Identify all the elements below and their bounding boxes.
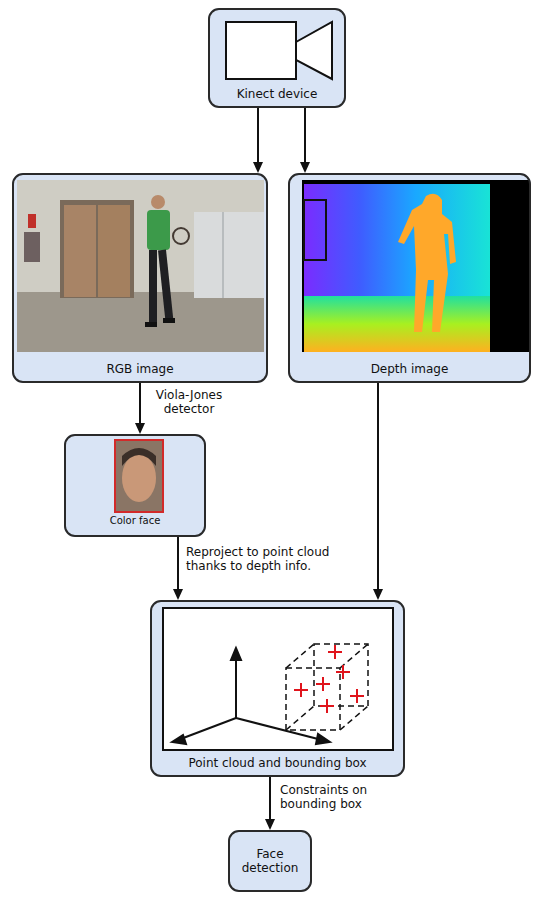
box-label: RGB image [102,362,177,381]
process-box: RGB image [12,173,268,383]
edge-label: Reproject to point cloud thanks to depth… [186,545,366,573]
process-box: Depth image [288,173,531,383]
box-fill [12,173,268,383]
depth-image [302,180,529,352]
flow-arrow [373,383,383,600]
box-fill [288,173,531,383]
box-label: Kinect device [233,87,322,106]
flow-arrow [265,777,275,830]
edge-label: Viola-Jones detector [146,388,232,416]
point-cloud-plot [163,608,393,750]
box-fill [208,8,346,108]
box-fill [64,434,206,537]
box-label: Face detection [230,847,310,875]
camera-icon [226,22,332,79]
process-box: Color face [64,434,206,537]
box-fill [150,600,405,777]
flow-arrow [300,108,310,173]
rgb-photo [17,180,264,352]
box-label: Depth image [367,362,453,381]
process-box: Kinect device [208,8,346,108]
face-crop [115,440,163,512]
box-label: Color face [106,515,165,535]
flow-arrow [173,537,183,600]
box-label: Point cloud and bounding box [184,756,370,775]
process-box: Face detection [228,830,312,892]
flow-arrow [253,108,263,173]
box-fill [228,830,312,892]
flow-arrow [135,383,145,434]
process-box: Point cloud and bounding box [150,600,405,777]
edge-label: Constraints on bounding box [280,783,380,811]
